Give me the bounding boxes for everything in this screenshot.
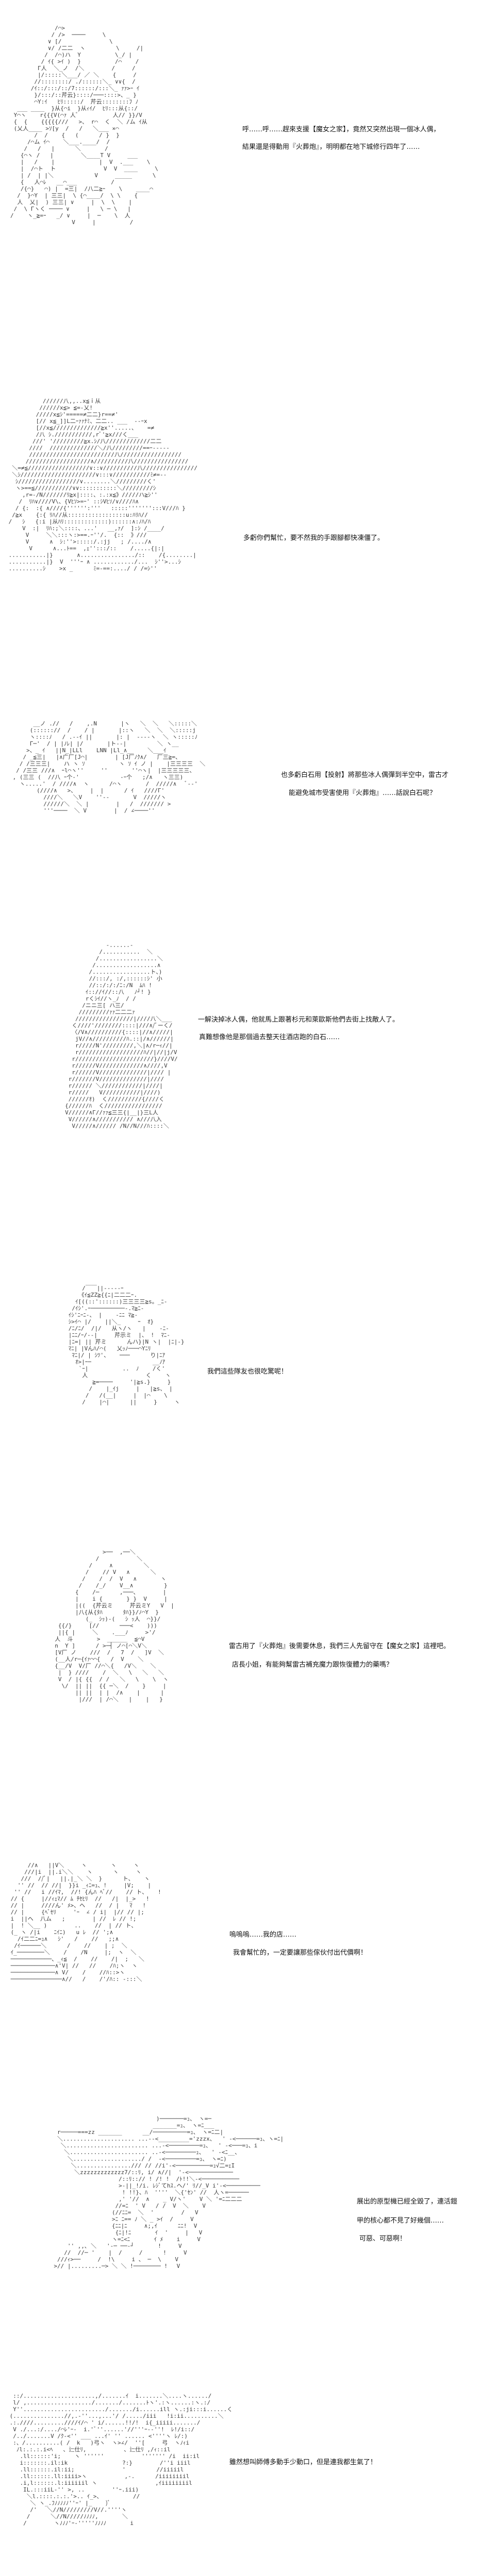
panel-4: -......- /........... ＼ /...............… bbox=[0, 938, 482, 1200]
ascii-art-character: )───────=ｭ、 ヽ=─ _______=ｭ、 ヽ=ﾆ___ r─────… bbox=[54, 2115, 284, 2269]
panel-5: /￣￣||-----ｰ 《ｲ≦ZZ≧{{ﾆ|二二二ｰ. ｲ[((::':::::… bbox=[0, 1283, 482, 1468]
panel-8: )───────=ｭ、 ヽ=─ _______=ｭ、 ヽ=ﾆ___ r─────… bbox=[0, 2112, 482, 2329]
ascii-art-character: //////八,,..x≦ｉ从 //////x≦> ≦=-乂! /////x≦ｼ… bbox=[8, 398, 197, 572]
ascii-art-character: /￣￣||-----ｰ 《ｲ≦ZZ≧{{ﾆ|二二二ｰ. ｲ[((::':::::… bbox=[68, 1285, 185, 1405]
panel-2: //////八,,..x≦ｉ从 //////x≦> ≦=-乂! /////x≦ｼ… bbox=[0, 392, 482, 649]
dialogue-line: 呼……呼……趕來支援【魔女之家】，竟然又突然出現一個冰人偶， bbox=[242, 126, 440, 133]
dialogue-line: 我會幫忙的，一定要讓那些傢伙付出代價啊！ bbox=[233, 1949, 368, 1957]
panel-1: /⌒> / /> ──── \ ∨ [/ \ ∨/ /二二 ヽ \ /| / /… bbox=[0, 0, 482, 319]
dialogue-line: 嗚嗚嗚……我的店…… bbox=[229, 1931, 297, 1939]
dialogue-line: 也多虧白石用【投射】將那些冰人偶彈到半空中，雷古才 bbox=[281, 771, 449, 779]
panel-7: //∧ ||V＼ ヽ ヽ ヽ ///|i ||.i＼＼ ヽ ヽ ヽ /// //… bbox=[0, 1860, 482, 2092]
panel-3: __ノ .// / ,.N |ヽ ＼ ＼ ＼:::::＼ (::::::// /… bbox=[0, 716, 482, 871]
dialogue-line: 真難想像他是那個過去整天往酒店跑的白石…… bbox=[199, 1033, 340, 1041]
dialogue-line: 店長小姐，有能夠幫雷古補充魔力跟恢復體力的藥嗎？ bbox=[232, 1661, 393, 1669]
dialogue-line: 雷古用了『火葬炮』後需要休息，我們三人先留守在【魔女之家】這裡吧。 bbox=[229, 1642, 451, 1650]
ascii-art-character: //∧ ||V＼ ヽ ヽ ヽ ///|i ||.i＼＼ ヽ ヽ ヽ /// //… bbox=[10, 1862, 161, 1982]
ascii-art-character: __ノ .// / ,.N |ヽ ＼ ＼ ＼:::::＼ (::::::// /… bbox=[12, 720, 206, 814]
dialogue-line: 一解決掉冰人偶，他就馬上跟著杉元和萊歐斯他們去街上找敵人了。 bbox=[198, 1016, 400, 1024]
dialogue-line: 展出的原型機已經全毀了，連活鎧 bbox=[357, 2198, 458, 2206]
ascii-art-character: -......- /........... ＼ /...............… bbox=[65, 942, 178, 1129]
dialogue-line: 能避免城市受害使用『火葬炮』……話說白石呢？ bbox=[289, 789, 437, 797]
dialogue-line: 雖然想叫師傅多動手少動口，但是連我都生氣了！ bbox=[229, 2459, 377, 2466]
panel-9: ::/.....................,/.......ｲ i....… bbox=[0, 2391, 482, 2576]
ascii-art-character: /⌒> / /> ──── \ ∨ [/ \ ∨/ /二二 ヽ \ /| / /… bbox=[10, 25, 158, 226]
dialogue-line: 多虧你們幫忙，要不然我的手跟腳都快凍僵了。 bbox=[243, 534, 385, 542]
dialogue-line: 可惡、可惡啊！ bbox=[359, 2235, 407, 2243]
dialogue-line: 甲的核心都不見了好幾個…… bbox=[357, 2217, 444, 2225]
dialogue-line: 結果還是得動用『火葬炮』，明明都在地下城修行四年了…… bbox=[242, 143, 420, 151]
dialogue-line: 我們這些隊友也很吃驚呢！ bbox=[207, 1368, 288, 1376]
ascii-art-character: >── ,──＼ / ＼ / ∧ ＼ / // V ∧ ＼ / / / V ∧ … bbox=[55, 1549, 174, 1703]
panel-6: >── ,──＼ / ＼ / ∧ ＼ / // V ∧ ＼ / / / V ∧ … bbox=[0, 1546, 482, 1783]
ascii-art-character: ::/.....................,/.......ｲ i....… bbox=[9, 2393, 233, 2527]
